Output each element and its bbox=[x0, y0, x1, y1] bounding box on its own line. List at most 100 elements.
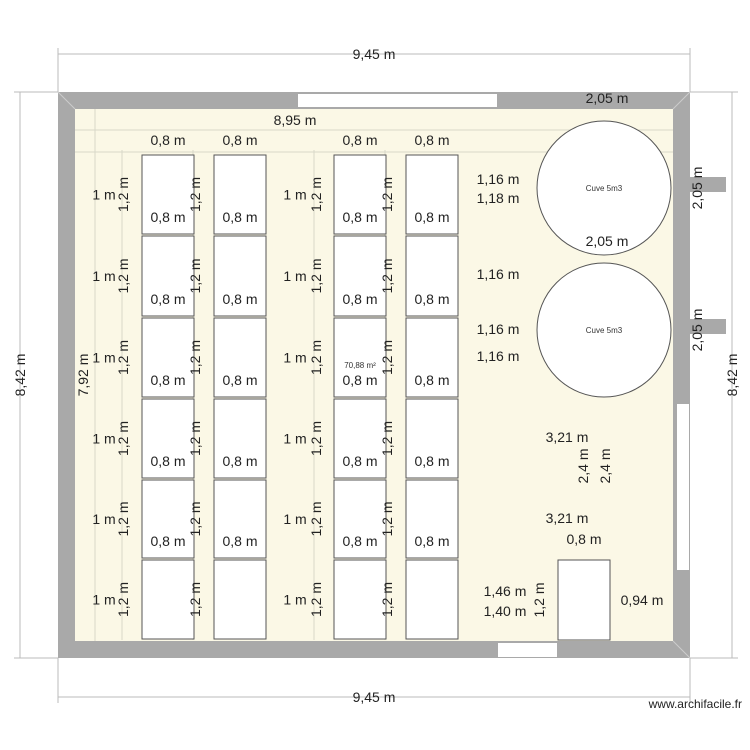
dimension-label: 1,2 m bbox=[379, 258, 395, 293]
dimension-label: 0,94 m bbox=[621, 592, 664, 608]
rack[interactable] bbox=[213, 235, 267, 317]
watermark: www.archifacile.fr bbox=[648, 697, 742, 711]
rack[interactable] bbox=[213, 154, 267, 235]
dimension-label: 0,8 m bbox=[342, 132, 377, 148]
rack[interactable] bbox=[405, 398, 459, 479]
door-bottom[interactable] bbox=[498, 643, 557, 657]
dimension-label: 0,8 m bbox=[150, 209, 185, 225]
rack[interactable] bbox=[141, 398, 195, 479]
rack[interactable] bbox=[333, 317, 387, 398]
dimension-label: 2,05 m bbox=[586, 233, 629, 249]
wall-corner bbox=[672, 640, 691, 659]
rack[interactable] bbox=[213, 559, 267, 640]
rack[interactable] bbox=[213, 317, 267, 398]
small-unit[interactable] bbox=[557, 559, 611, 641]
wall-corner bbox=[672, 91, 691, 110]
dimension-label: 0,8 m bbox=[414, 372, 449, 388]
dimension-label: 1 m bbox=[92, 511, 115, 527]
dimension-label: 0,8 m bbox=[566, 531, 601, 547]
dimension-label: 1 m bbox=[283, 350, 306, 366]
dimension-label: 1,40 m bbox=[484, 603, 527, 619]
rack[interactable] bbox=[213, 479, 267, 559]
dimension-label: 0,8 m bbox=[342, 372, 377, 388]
rack[interactable] bbox=[333, 235, 387, 317]
dimension-label: 1,2 m bbox=[379, 340, 395, 375]
window-top[interactable] bbox=[298, 94, 497, 107]
dimension-label: 8,42 m bbox=[724, 354, 740, 397]
rack-grid bbox=[141, 154, 459, 640]
dimension-label: 1 m bbox=[283, 511, 306, 527]
dimension-label: 0,8 m bbox=[414, 453, 449, 469]
dimension-label: 1 m bbox=[283, 268, 306, 284]
dimension-label: 1,16 m bbox=[477, 321, 520, 337]
rack[interactable] bbox=[141, 154, 195, 235]
dimension-label: 1 m bbox=[92, 431, 115, 447]
dimension-label: 0,8 m bbox=[222, 372, 257, 388]
label-background bbox=[678, 319, 726, 334]
dimension-label: 1,2 m bbox=[308, 258, 324, 293]
dimension-label: 0,8 m bbox=[342, 209, 377, 225]
rack[interactable] bbox=[333, 398, 387, 479]
dimension-label: 1,2 m bbox=[187, 340, 203, 375]
dimension-label: 0,8 m bbox=[150, 291, 185, 307]
rack[interactable] bbox=[333, 479, 387, 559]
dimension-label: 9,45 m bbox=[353, 689, 396, 705]
rack[interactable] bbox=[333, 154, 387, 235]
dimension-label: 1,18 m bbox=[477, 190, 520, 206]
dimension-label: 1,2 m bbox=[379, 421, 395, 456]
dimension-label: 1 m bbox=[92, 350, 115, 366]
dimension-label: 0,8 m bbox=[150, 533, 185, 549]
tank-1[interactable]: Cuve 5m3 bbox=[536, 120, 672, 256]
dimension-label: 0,8 m bbox=[414, 132, 449, 148]
dimension-label: 1,2 m bbox=[308, 501, 324, 536]
dimension-label: 1,2 m bbox=[531, 582, 547, 617]
rack[interactable] bbox=[405, 479, 459, 559]
dimension-label: 1,2 m bbox=[187, 501, 203, 536]
rack[interactable] bbox=[405, 235, 459, 317]
rack[interactable] bbox=[405, 317, 459, 398]
dimension-label: 1,2 m bbox=[187, 258, 203, 293]
dimension-label: 1 m bbox=[92, 592, 115, 608]
dimension-label: 1,2 m bbox=[379, 582, 395, 617]
tank-2[interactable]: Cuve 5m3 bbox=[536, 262, 672, 398]
dimension-label: 0,8 m bbox=[222, 132, 257, 148]
rack[interactable] bbox=[141, 235, 195, 317]
dimension-label: 0,8 m bbox=[150, 132, 185, 148]
dimension-label: 3,21 m bbox=[546, 510, 589, 526]
dimension-label: 1 m bbox=[92, 187, 115, 203]
dimension-label: 3,21 m bbox=[546, 429, 589, 445]
rack[interactable] bbox=[405, 559, 459, 640]
dimension-label: 8,95 m bbox=[274, 112, 317, 128]
dimension-label: 0,8 m bbox=[414, 291, 449, 307]
dimension-label: 1,2 m bbox=[115, 177, 131, 212]
dimension-label: 9,45 m bbox=[353, 46, 396, 62]
dimension-label: 2,05 m bbox=[689, 309, 705, 352]
dimension-label: 1,2 m bbox=[115, 582, 131, 617]
dimension-label: 1,2 m bbox=[187, 582, 203, 617]
rack[interactable] bbox=[405, 154, 459, 235]
label-background bbox=[678, 177, 726, 192]
dimension-label: 1,2 m bbox=[308, 582, 324, 617]
rack[interactable] bbox=[141, 479, 195, 559]
tank-label: Cuve 5m3 bbox=[586, 326, 623, 335]
dimension-label: 1,2 m bbox=[308, 421, 324, 456]
dimension-label: 0,8 m bbox=[150, 453, 185, 469]
rack[interactable] bbox=[141, 559, 195, 640]
dimension-label: 1,2 m bbox=[115, 258, 131, 293]
dimension-label: 1,16 m bbox=[477, 171, 520, 187]
dimension-label: 1,16 m bbox=[477, 348, 520, 364]
dimension-label: 0,8 m bbox=[342, 533, 377, 549]
window-right[interactable] bbox=[677, 404, 689, 570]
dimension-label: 1,2 m bbox=[308, 340, 324, 375]
dimension-label: 1,2 m bbox=[308, 177, 324, 212]
rack[interactable] bbox=[213, 398, 267, 479]
dimension-label: 0,8 m bbox=[222, 453, 257, 469]
dimension-label: 1 m bbox=[283, 431, 306, 447]
dimension-label: 0,8 m bbox=[222, 291, 257, 307]
rack[interactable] bbox=[333, 559, 387, 640]
dimension-label: 1,2 m bbox=[115, 421, 131, 456]
rack[interactable] bbox=[141, 317, 195, 398]
wall-corner bbox=[57, 91, 76, 110]
dimension-label: 70,88 m² bbox=[344, 361, 376, 370]
